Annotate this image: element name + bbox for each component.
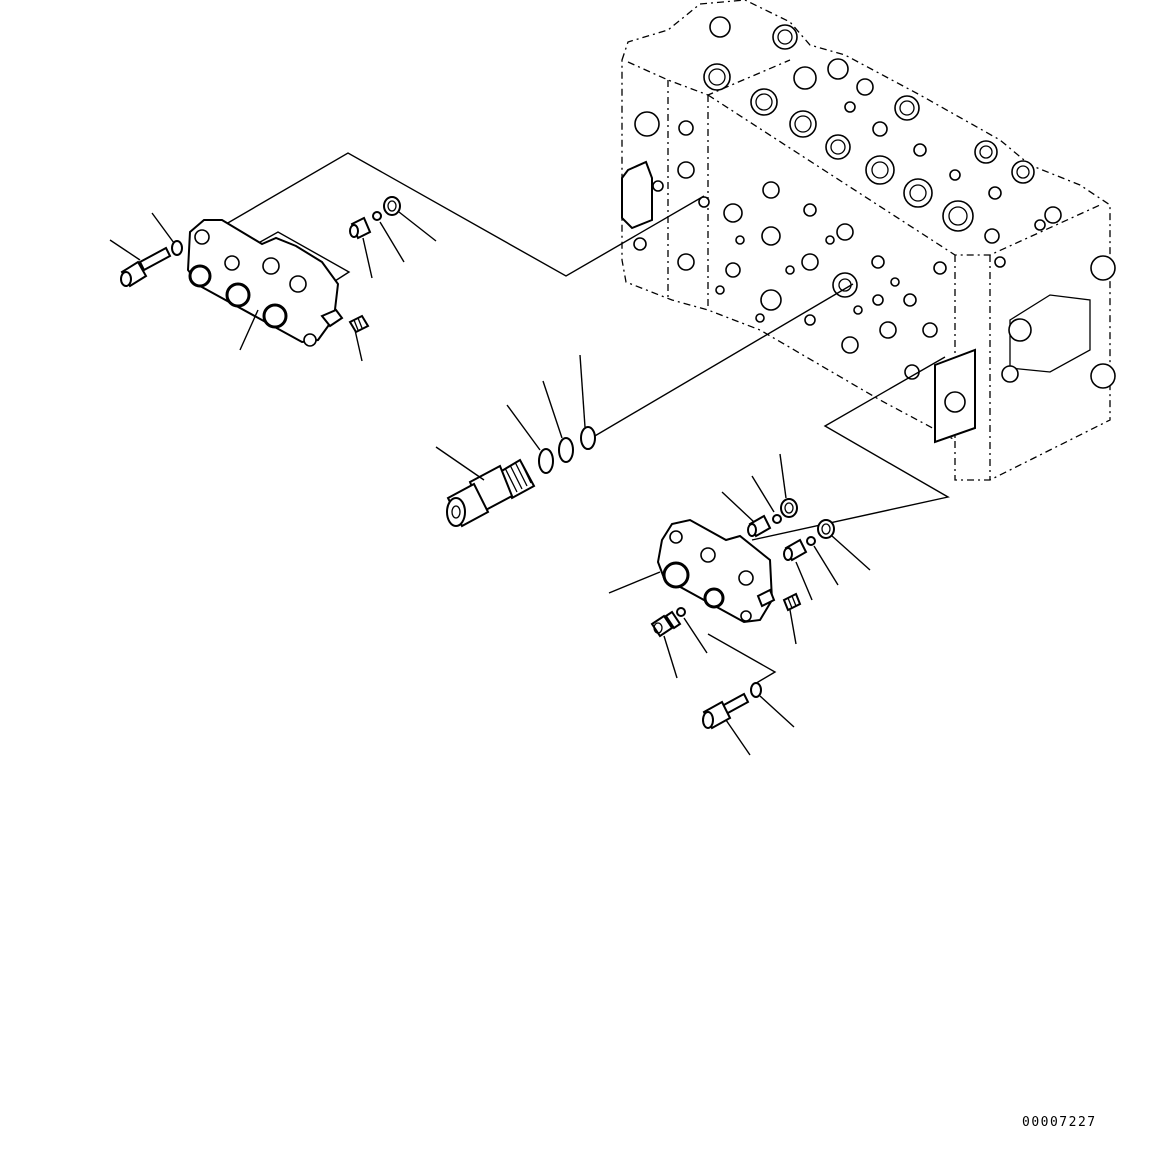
leader-lower-plug-a [779, 453, 787, 499]
upper-cover-assembly [120, 196, 401, 347]
phantom-line-lower-bolt [707, 633, 777, 686]
leader-o-ring-middle [542, 380, 563, 439]
o-ring-middle [558, 437, 574, 463]
upper-set-screw [348, 314, 370, 334]
lower-plug-b [817, 519, 835, 539]
leader-lower-orifice-a [721, 491, 755, 523]
upper-cover-bolt [120, 246, 172, 288]
leader-lower-o-ring-plug [683, 617, 708, 654]
upper-orifice-plug [349, 216, 372, 240]
backup-ring-inner [580, 426, 596, 450]
phantom-line-spool [587, 283, 854, 441]
leader-lower-o-ring-a [751, 475, 775, 513]
leader-lower-plug-b [831, 535, 871, 571]
lower-set-screw [782, 592, 802, 612]
relief-valve-cartridge [446, 458, 536, 528]
lower-cover-bolt [702, 692, 750, 730]
lower-plug-a [780, 498, 798, 518]
leader-upper-o-ring [379, 221, 405, 263]
leader-upper-set-screw [354, 329, 363, 362]
control-valve-block [621, 0, 1116, 481]
upper-cover-washer [171, 240, 183, 256]
lower-orifice-plug-a [747, 514, 772, 538]
backup-ring-outer [538, 448, 554, 474]
upper-valve-cover [186, 219, 340, 344]
lower-o-ring-b [806, 536, 816, 546]
leader-upper-bolt [109, 239, 141, 261]
leader-lower-o-ring-b [813, 545, 839, 586]
upper-plug [383, 196, 401, 216]
leader-upper-orifice [362, 237, 373, 279]
leader-backup-ring-inner [579, 354, 586, 428]
leader-backup-ring-outer [506, 404, 541, 451]
leader-lower-washer [759, 695, 795, 728]
leader-lines [109, 211, 871, 756]
leader-upper-washer [151, 212, 175, 244]
drawing-number: 00007227 [1022, 1115, 1097, 1130]
leader-lower-cover [608, 571, 661, 594]
upper-o-ring-small [372, 211, 382, 221]
lower-orifice-plug-b [783, 538, 808, 562]
leader-lower-orifice-b [795, 561, 813, 601]
leader-lower-set-screw [789, 609, 797, 645]
lower-o-ring-plug [676, 607, 686, 617]
leader-upper-plug [398, 211, 437, 242]
leader-cartridge [435, 446, 485, 481]
leader-lower-bolt [725, 719, 751, 756]
leader-upper-cover [239, 309, 259, 351]
lower-hex-plug [650, 610, 682, 638]
leader-lower-hex-plug [663, 635, 678, 679]
phantom-line-lower-cover [751, 356, 950, 541]
phantom-line-upper-cover [213, 152, 705, 277]
lower-o-ring-a [772, 514, 782, 524]
lower-cover-washer [750, 682, 762, 698]
lower-cover-assembly [650, 498, 835, 730]
